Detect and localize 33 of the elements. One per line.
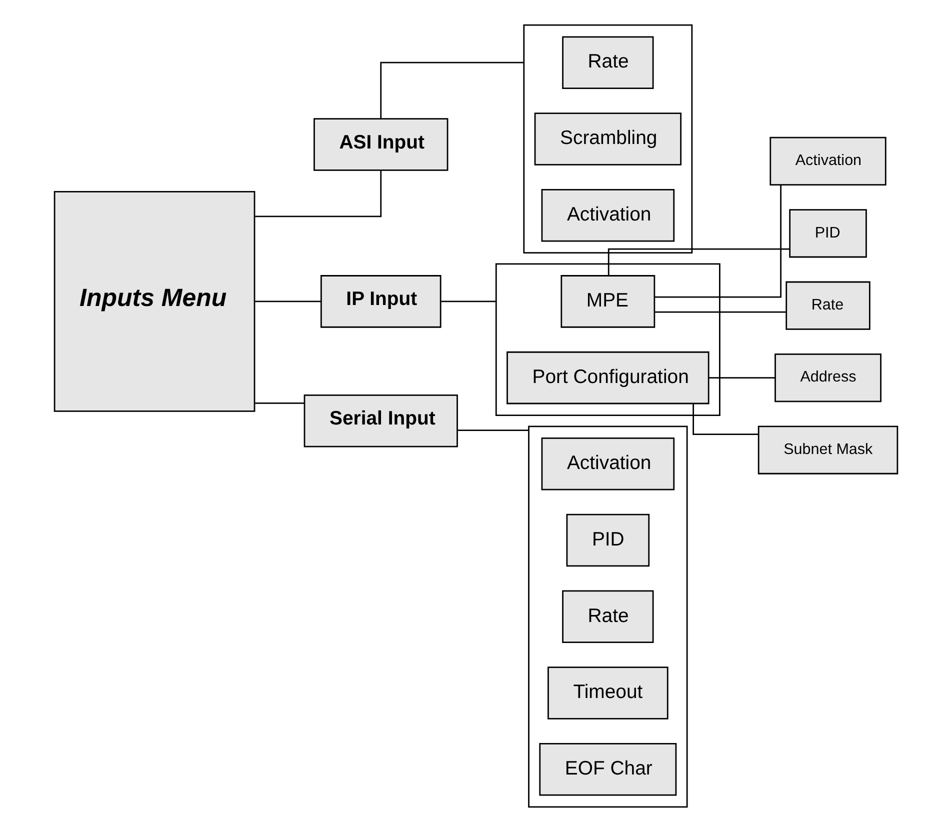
node-box: Rate bbox=[786, 281, 870, 330]
connector bbox=[255, 402, 304, 404]
connector bbox=[654, 184, 782, 298]
node-box: Scrambling bbox=[534, 112, 682, 166]
node-box: Rate bbox=[562, 590, 654, 644]
connector bbox=[441, 300, 496, 302]
node-box: Address bbox=[774, 354, 882, 402]
node-box: Rate bbox=[562, 36, 654, 89]
connector bbox=[380, 62, 524, 119]
node-box: MPE bbox=[560, 275, 656, 328]
node-box: ASI Input bbox=[314, 118, 448, 171]
node-box: Activation bbox=[770, 136, 886, 186]
node-box: IP Input bbox=[320, 275, 442, 328]
connector bbox=[457, 430, 529, 432]
node-box: Port Configuration bbox=[506, 351, 710, 404]
connector bbox=[692, 404, 758, 435]
node-box: Inputs Menu bbox=[54, 191, 256, 412]
node-box: Subnet Mask bbox=[758, 426, 898, 474]
cluster bbox=[528, 426, 688, 808]
node-box: Timeout bbox=[548, 666, 668, 720]
connector bbox=[608, 248, 790, 276]
node-box: PID bbox=[789, 209, 867, 258]
node-box: Activation bbox=[541, 188, 675, 242]
connector bbox=[654, 311, 786, 313]
node-box: Serial Input bbox=[304, 394, 458, 448]
cluster bbox=[495, 263, 720, 416]
connector bbox=[255, 170, 382, 218]
connector bbox=[708, 377, 776, 378]
node-box: EOF Char bbox=[539, 743, 677, 796]
node-box: Activation bbox=[541, 438, 675, 490]
cluster bbox=[523, 24, 693, 254]
node-box: PID bbox=[566, 514, 650, 567]
connector bbox=[255, 300, 321, 302]
